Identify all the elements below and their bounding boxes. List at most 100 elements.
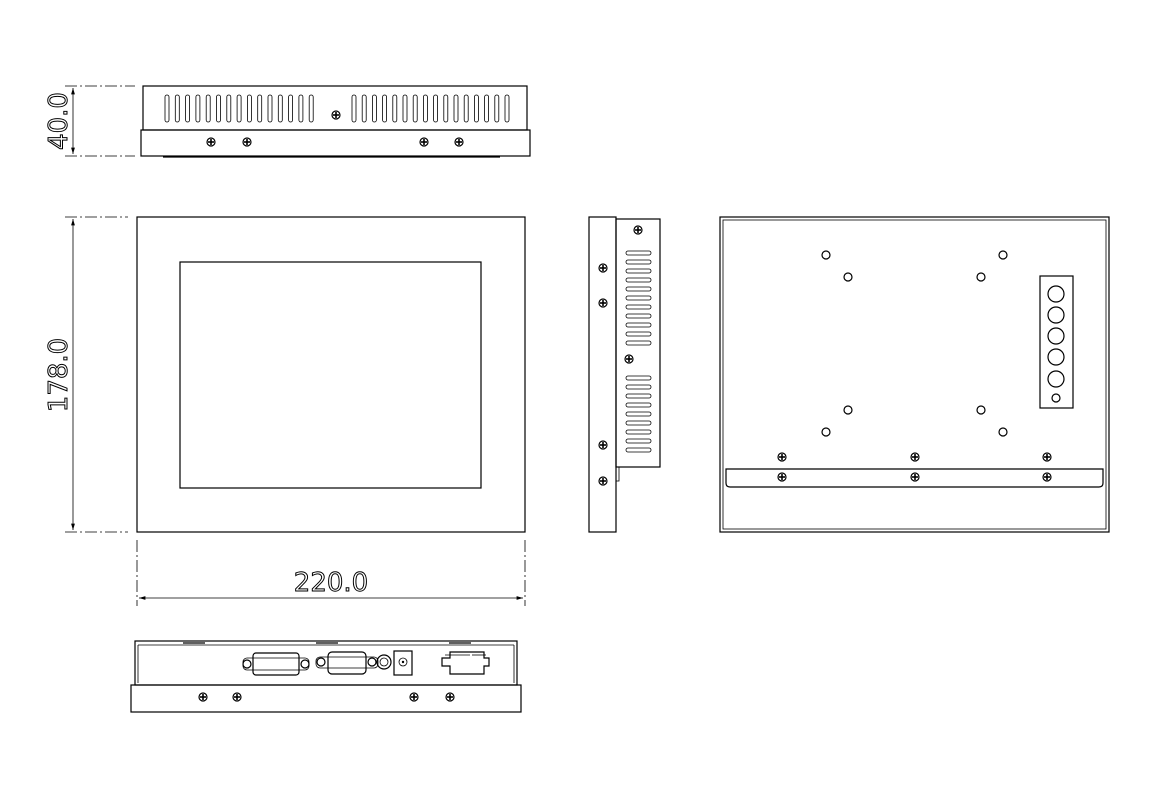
screw-head [1042, 452, 1052, 462]
vga-port [315, 651, 379, 675]
width-dimension: 220.0 [136, 540, 526, 606]
vent-slot [402, 94, 408, 123]
osd-button [1047, 285, 1065, 303]
vent-slot [236, 94, 242, 123]
bottom-bezel [130, 684, 522, 713]
mounting-hole [998, 250, 1008, 260]
vent-slot [382, 94, 388, 123]
screw-head [232, 692, 242, 702]
front-bezel [136, 216, 526, 533]
vent-slot [164, 94, 170, 123]
screw-icon [910, 452, 920, 462]
osd-button [1047, 370, 1065, 388]
vent-slot [494, 94, 500, 123]
screw-head [910, 452, 920, 462]
osd-button [1047, 348, 1065, 366]
top-view [140, 85, 531, 158]
vent-slot [625, 313, 652, 319]
screw-icon [598, 440, 608, 450]
osd-button [1047, 306, 1065, 324]
screw-icon [232, 692, 242, 702]
screw-head [777, 452, 787, 462]
vent-slot [412, 94, 418, 123]
display-area [179, 261, 482, 489]
vent-slot [625, 331, 652, 337]
rear-outline [719, 216, 1110, 533]
osd-button [1047, 327, 1065, 345]
rear-inner-outline [722, 219, 1107, 530]
side-tab [615, 466, 620, 482]
vent-slot [205, 94, 211, 123]
screw-head [419, 137, 429, 147]
screw-head [598, 476, 608, 486]
vent-slot [371, 94, 377, 123]
mounting-hole [821, 250, 831, 260]
vent-slot [392, 94, 398, 123]
screw-head [198, 692, 208, 702]
screw-icon [633, 225, 643, 235]
dc-power-jack [393, 650, 413, 676]
vent-slot [351, 94, 357, 123]
vent-slot [267, 94, 273, 123]
rear-bezel-strip [725, 468, 1104, 488]
vent-slot [625, 304, 652, 310]
screw-icon [198, 692, 208, 702]
top-housing [142, 85, 528, 131]
vent-slot [298, 94, 304, 123]
audio-jack [376, 654, 392, 670]
screw-icon [419, 137, 429, 147]
screw-head [777, 472, 787, 482]
vent-slot [195, 94, 201, 123]
screw-icon [409, 692, 419, 702]
screw-icon [777, 472, 787, 482]
screw-icon [598, 476, 608, 486]
depth-dimension: 40.0 [44, 85, 135, 157]
vent-slot [625, 384, 652, 390]
bottom-view [130, 640, 522, 713]
screw-icon [331, 110, 341, 120]
screw-icon [206, 137, 216, 147]
screw-icon [1042, 472, 1052, 482]
screw-icon [1042, 452, 1052, 462]
screw-head [1042, 472, 1052, 482]
mounting-hole [976, 272, 986, 282]
mounting-hole [843, 405, 853, 415]
screw-head [598, 263, 608, 273]
screw-icon [242, 137, 252, 147]
vent-slot [473, 94, 479, 123]
screw-icon [910, 472, 920, 482]
side-view [588, 216, 661, 533]
screw-head [331, 110, 341, 120]
screw-head [445, 692, 455, 702]
vent-slot [226, 94, 232, 123]
screw-icon [777, 452, 787, 462]
dvi-port [242, 652, 310, 676]
vent-slot [625, 438, 652, 444]
screw-icon [598, 263, 608, 273]
screw-head [242, 137, 252, 147]
vent-slot [625, 250, 652, 256]
vent-slot [257, 94, 263, 123]
vent-slot [174, 94, 180, 123]
vent-slot [185, 94, 191, 123]
width-label: 220.0 [294, 568, 368, 598]
mounting-hole [998, 427, 1008, 437]
vent-slot [625, 259, 652, 265]
screw-head [409, 692, 419, 702]
screw-icon [445, 692, 455, 702]
vent-slot [361, 94, 367, 123]
vent-slot [288, 94, 294, 123]
vent-slot [433, 94, 439, 123]
vent-slot [277, 94, 283, 123]
screw-head [624, 354, 634, 364]
bottom-housing [134, 640, 518, 686]
vent-slot [625, 277, 652, 283]
vent-slot [463, 94, 469, 123]
vent-slot [625, 322, 652, 328]
screw-icon [454, 137, 464, 147]
front-view [136, 216, 526, 533]
depth-label: 40.0 [44, 92, 74, 150]
screw-icon [598, 298, 608, 308]
vent-slot [625, 393, 652, 399]
